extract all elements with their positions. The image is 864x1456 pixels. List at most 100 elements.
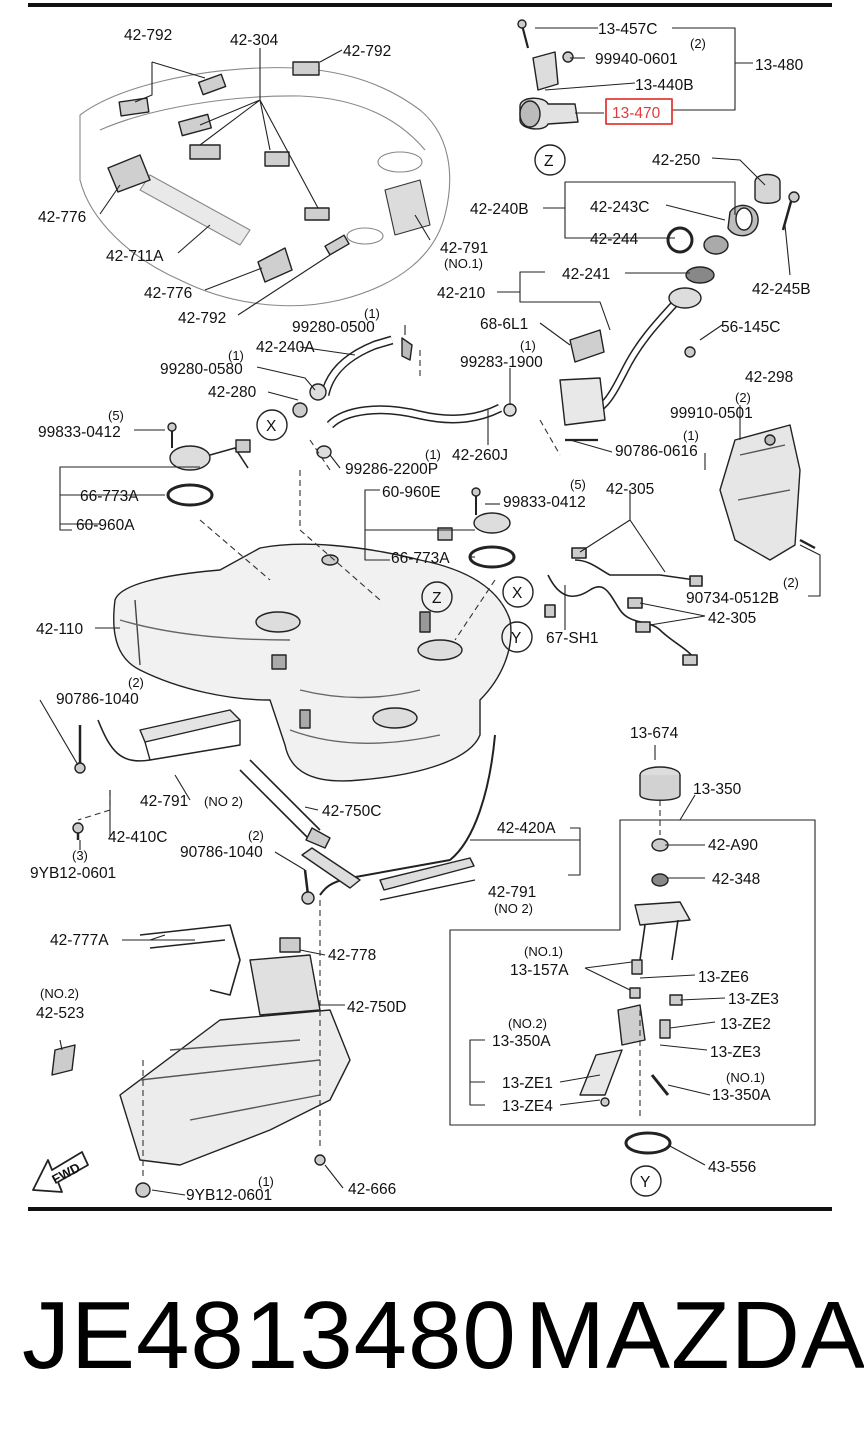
label-42-750c: 42-750C: [322, 803, 381, 820]
label-qty: (2): [783, 575, 799, 590]
fwd-arrow-drawing: [32, 1151, 89, 1193]
fuel-tank-drawing: [113, 543, 512, 782]
label-42-792: 42-792: [343, 43, 391, 60]
label-42-348: 42-348: [712, 871, 760, 888]
label-qty: (2): [735, 390, 751, 405]
label-fwd: FWD: [49, 1160, 82, 1187]
label-99833-0412: 99833-0412: [503, 494, 586, 511]
label-qty: (3): [72, 848, 88, 863]
label-42-a90: 42-A90: [708, 837, 758, 854]
label-9yb12-0601: 9YB12-0601: [186, 1187, 272, 1204]
label-42-791: 42-791: [140, 793, 188, 810]
callout-x: X: [266, 418, 277, 435]
label-42-776: 42-776: [38, 209, 86, 226]
label-note-no1: (NO.1): [524, 944, 563, 959]
leader-lines: [39, 27, 821, 1196]
label-42-245b: 42-245B: [752, 281, 811, 298]
label-42-791: 42-791: [488, 884, 536, 901]
label-99910-0501: 99910-0501: [670, 405, 753, 422]
label-42-243c: 42-243C: [590, 199, 649, 216]
label-qty: (1): [520, 338, 536, 353]
fuel-pump-detail-drawing: [579, 766, 691, 1155]
label-99940-0601: 99940-0601: [595, 51, 678, 68]
part-labels: 42-792 42-304 42-792 42-776 42-711A 42-7…: [30, 21, 811, 1204]
label-90734-0512b: 90734-0512B: [686, 590, 779, 607]
label-42-244: 42-244: [590, 231, 639, 248]
label-qty: (1): [364, 306, 380, 321]
label-42-778: 42-778: [328, 947, 376, 964]
label-42-305: 42-305: [708, 610, 756, 627]
label-60-960a: 60-960A: [76, 517, 135, 534]
label-99833-0412: 99833-0412: [38, 424, 121, 441]
vent-hoses-drawing: [292, 335, 517, 459]
tank-straps-drawing: [97, 709, 496, 901]
bottom-rule: [28, 1207, 832, 1211]
label-66-773a: 66-773A: [391, 550, 450, 567]
label-13-480: 13-480: [755, 57, 804, 74]
label-42-250: 42-250: [652, 152, 701, 169]
label-qty: (1): [683, 428, 699, 443]
label-qty: (1): [228, 348, 244, 363]
reference-dashed-lines: [77, 350, 661, 1180]
label-42-777a: 42-777A: [50, 932, 109, 949]
label-13-350a: 13-350A: [712, 1087, 771, 1104]
label-note-no1: (NO.1): [444, 256, 483, 271]
underbody-shield-drawing: [51, 924, 351, 1198]
label-42-410c: 42-410C: [108, 829, 167, 846]
callout-z: Z: [544, 153, 553, 170]
label-42-110: 42-110: [36, 621, 83, 638]
label-42-420a: 42-420A: [497, 820, 556, 837]
brand-caption: MAZDA: [525, 1282, 864, 1389]
label-42-523: 42-523: [36, 1005, 84, 1022]
label-note-no1: (NO.1): [726, 1070, 765, 1085]
label-42-260j: 42-260J: [452, 447, 508, 464]
label-42-304: 42-304: [230, 32, 279, 49]
wiring-harness-drawing: [544, 547, 703, 666]
label-67-sh1: 67-SH1: [546, 630, 599, 647]
foam-pads-drawing: [107, 61, 350, 283]
exploded-parts-diagram: 42-792 42-304 42-792 42-776 42-711A 42-7…: [30, 19, 821, 1204]
label-90786-1040: 90786-1040: [56, 691, 139, 708]
sender-unit-drawing: [517, 19, 579, 130]
label-42-241: 42-241: [562, 266, 610, 283]
label-qty: (5): [570, 477, 586, 492]
label-42-750d: 42-750D: [347, 999, 406, 1016]
label-13-ze4: 13-ZE4: [502, 1098, 553, 1115]
label-13-ze1: 13-ZE1: [502, 1075, 553, 1092]
callout-y: Y: [640, 1174, 650, 1191]
callout-x: X: [512, 585, 523, 602]
label-68-6l1: 68-6L1: [480, 316, 528, 333]
label-13-350: 13-350: [693, 781, 742, 798]
label-90786-0616: 90786-0616: [615, 443, 698, 460]
label-note-no2: (NO 2): [204, 794, 243, 809]
label-note-no2: (NO 2): [494, 901, 533, 916]
label-99283-1900: 99283-1900: [460, 354, 543, 371]
label-13-470: 13-470: [612, 105, 661, 122]
label-90786-1040: 90786-1040: [180, 844, 263, 861]
label-42-711a: 42-711A: [106, 248, 164, 265]
label-13-ze6: 13-ZE6: [698, 969, 749, 986]
label-13-157a: 13-157A: [510, 962, 569, 979]
label-42-776: 42-776: [144, 285, 192, 302]
filler-cap-drawing: [666, 173, 800, 284]
label-99280-0500: 99280-0500: [292, 319, 375, 336]
label-66-773a: 66-773A: [80, 488, 139, 505]
label-42-305: 42-305: [606, 481, 654, 498]
callout-circles: [256, 144, 662, 1197]
label-13-350a: 13-350A: [492, 1033, 551, 1050]
label-99280-0580: 99280-0580: [160, 361, 243, 378]
label-60-960e: 60-960E: [382, 484, 441, 501]
label-13-ze3: 13-ZE3: [710, 1044, 761, 1061]
label-qty: (1): [425, 447, 441, 462]
label-qty: (2): [690, 36, 706, 51]
label-13-674: 13-674: [630, 725, 679, 742]
label-42-240a: 42-240A: [256, 339, 315, 356]
label-qty: (2): [128, 675, 144, 690]
label-qty: (2): [248, 828, 264, 843]
label-42-240b: 42-240B: [470, 201, 529, 218]
label-note-no2: (NO.2): [40, 986, 79, 1001]
label-42-792: 42-792: [124, 27, 172, 44]
label-42-792: 42-792: [178, 310, 226, 327]
top-rule: [28, 3, 832, 7]
part-number-caption: JE4813480: [22, 1282, 517, 1389]
